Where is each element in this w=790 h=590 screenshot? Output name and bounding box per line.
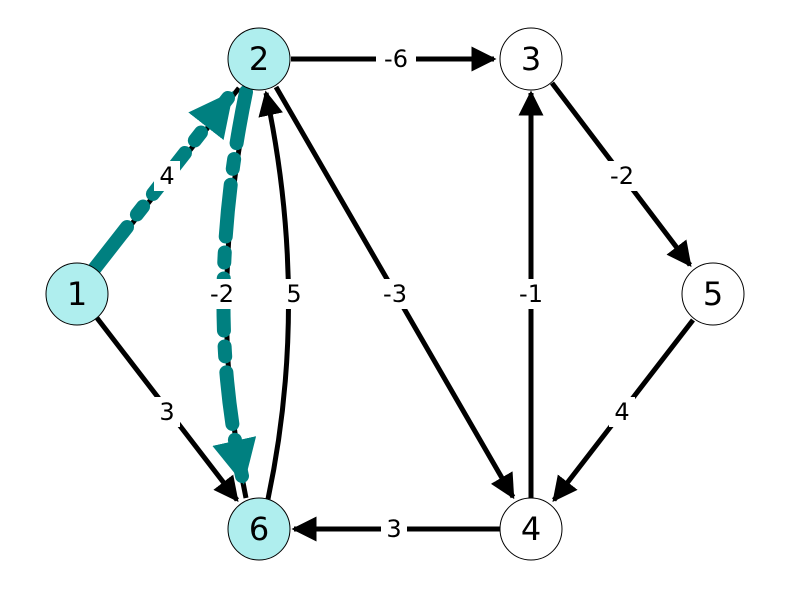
edge-label-5-4: 4	[614, 398, 629, 426]
node-3: 3	[499, 27, 563, 91]
node-4-label: 4	[521, 510, 541, 548]
node-2: 2	[227, 27, 291, 91]
node-3-label: 3	[521, 40, 541, 78]
node-6: 6	[227, 497, 291, 561]
edge-label-1-6: 3	[159, 398, 174, 426]
edge-label-4-3: -1	[519, 280, 543, 308]
edge-label-3-5: -2	[610, 162, 634, 190]
edge-labels: -6 -2 -1 -3 -2 5 4 3 4 3	[154, 44, 642, 544]
node-2-label: 2	[249, 40, 269, 78]
node-6-label: 6	[249, 510, 269, 548]
edge-label-2-4: -3	[383, 280, 407, 308]
edge-label-2-3: -6	[384, 45, 408, 73]
node-1: 1	[45, 262, 109, 326]
node-5: 5	[681, 262, 745, 326]
edge-label-4-6: 3	[386, 515, 401, 543]
edge-label-1-2: 4	[159, 162, 174, 190]
edge-label-6-2: 5	[286, 280, 301, 308]
node-1-label: 1	[67, 275, 87, 313]
node-5-label: 5	[703, 275, 723, 313]
node-4: 4	[499, 497, 563, 561]
nodes: 1 2 3 4 5 6	[45, 27, 745, 561]
edge-label-2-6: -2	[210, 280, 234, 308]
